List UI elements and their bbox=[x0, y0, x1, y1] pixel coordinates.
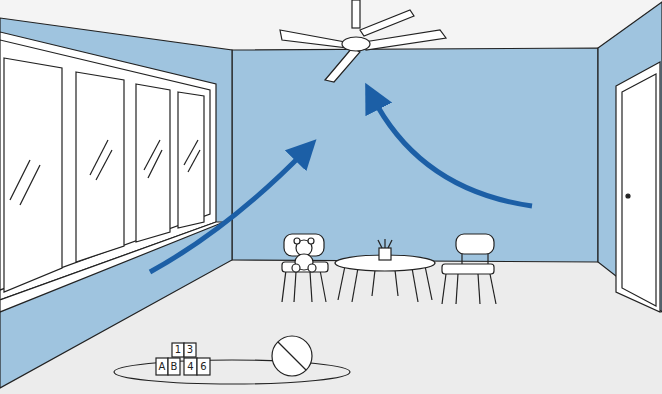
block-character: 3 bbox=[187, 345, 193, 355]
airflow-arrow bbox=[150, 150, 306, 272]
left-wall bbox=[0, 18, 232, 388]
table bbox=[335, 239, 435, 302]
block-character: A bbox=[159, 362, 166, 372]
right-wall bbox=[598, 2, 662, 312]
chair-with-teddy bbox=[282, 234, 328, 302]
block-character: B bbox=[171, 362, 178, 372]
chair bbox=[442, 234, 496, 304]
airflow-arrow bbox=[372, 96, 532, 206]
block-character: 4 bbox=[187, 362, 193, 372]
back-wall bbox=[232, 48, 598, 262]
toy-blocks bbox=[156, 343, 210, 375]
ball bbox=[272, 336, 312, 376]
rug bbox=[114, 360, 350, 384]
door bbox=[616, 62, 660, 312]
block-character: 6 bbox=[200, 362, 206, 372]
block-character: 1 bbox=[175, 345, 181, 355]
ceiling-fan bbox=[280, 0, 446, 82]
windows bbox=[0, 32, 224, 312]
